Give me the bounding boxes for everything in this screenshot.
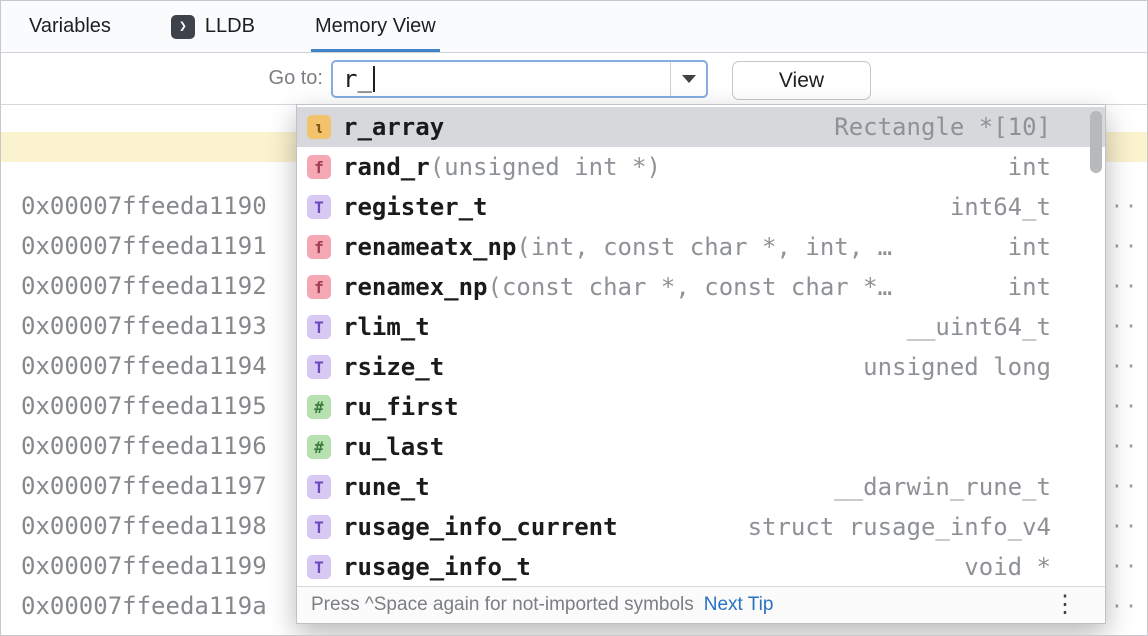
completion-item[interactable]: # ru_last (297, 427, 1105, 467)
tab-memory-view[interactable]: Memory View (310, 1, 440, 52)
type-icon: T (307, 355, 331, 379)
completion-item[interactable]: # ru_first (297, 387, 1105, 427)
variable-icon: ι (307, 115, 331, 139)
completion-type: unsigned long (863, 353, 1051, 381)
function-icon: f (307, 155, 331, 179)
combobox-dropdown-button[interactable] (670, 62, 706, 96)
next-tip-link[interactable]: Next Tip (703, 594, 774, 615)
memory-address: 0x00007ffeeda1197 (21, 472, 267, 500)
chevron-down-icon (681, 75, 696, 83)
completion-name: renamex_np (343, 273, 488, 301)
completion-name: ru_first (343, 393, 459, 421)
type-icon: T (307, 515, 331, 539)
completion-type: int (1007, 233, 1051, 261)
memory-row[interactable]: 0x00007ffeeda119a··· (1, 586, 1147, 626)
completion-type: Rectangle *[10] (834, 113, 1051, 141)
completion-popup: ι r_array Rectangle *[10] f rand_r(unsigned … (296, 104, 1106, 624)
memory-address: 0x00007ffeeda1192 (21, 272, 267, 300)
completion-hint-bar: Press ^Space again for not-imported symb… (297, 586, 1105, 623)
memory-row[interactable]: 0x00007ffeeda1197··· (1, 466, 1147, 506)
memory-address: 0x00007ffeeda1194 (21, 352, 267, 380)
completion-signature: (unsigned int *) (429, 153, 661, 181)
goto-combobox[interactable]: r_ (331, 60, 708, 98)
hint-text: Press ^Space again for not-imported symb… (311, 594, 694, 615)
text-cursor (372, 66, 375, 92)
memory-row[interactable]: 0x00007ffeeda1191··· (1, 226, 1147, 266)
completion-type: struct rusage_info_v4 (747, 513, 1051, 541)
memory-toolbar: Go to: r_ View (1, 53, 1147, 105)
memory-address: 0x00007ffeeda1195 (21, 392, 267, 420)
goto-label: Go to: (268, 67, 323, 89)
memory-row[interactable]: 0x00007ffeeda1193··· (1, 306, 1147, 346)
memory-address: 0x00007ffeeda1198 (21, 512, 267, 540)
popup-scrollbar[interactable] (1090, 111, 1102, 173)
memory-row[interactable]: 0x00007ffeeda1198··· (1, 506, 1147, 546)
completion-name: rusage_info_current (343, 513, 618, 541)
memory-address: 0x00007ffeeda1199 (21, 552, 267, 580)
completion-name: renameatx_np (343, 233, 517, 261)
function-icon: f (307, 235, 331, 259)
tab-lldb[interactable]: ❯ LLDB (167, 1, 259, 52)
memory-address: 0x00007ffeeda1190 (21, 192, 267, 220)
tab-lldb-label: LLDB (204, 15, 255, 37)
completion-type: int (1007, 153, 1051, 181)
completion-name: r_array (343, 113, 445, 141)
type-icon: T (307, 195, 331, 219)
tab-variables-label: Variables (29, 15, 111, 37)
completion-name: rusage_info_t (343, 553, 531, 581)
type-icon: T (307, 315, 331, 339)
completion-item[interactable]: ι r_array Rectangle *[10] (297, 107, 1105, 147)
completion-name: rand_r (343, 153, 430, 181)
type-icon: T (307, 475, 331, 499)
tab-memory-view-label: Memory View (314, 15, 436, 37)
completion-type: int (1007, 273, 1051, 301)
memory-row[interactable]: 0x00007ffeeda1195··· (1, 386, 1147, 426)
memory-address: 0x00007ffeeda119a (21, 592, 267, 620)
completion-signature: (const char *, const char *… (487, 273, 893, 301)
completion-item[interactable]: f renamex_np(const char *, const char *… i… (297, 267, 1105, 307)
completion-type: void * (964, 553, 1051, 581)
macro-icon: # (307, 435, 331, 459)
lldb-console-icon: ❯ (170, 14, 195, 39)
completion-type: int64_t (949, 193, 1051, 221)
completion-name: ru_last (343, 433, 445, 461)
debugger-tabbar: Variables ❯ LLDB Memory View (1, 1, 1147, 53)
kebab-menu-icon[interactable]: ⋮ (1053, 591, 1077, 618)
completion-name: register_t (343, 193, 488, 221)
goto-combobox-value[interactable]: r_ (343, 65, 372, 93)
completion-item[interactable]: f rand_r(unsigned int *) int (297, 147, 1105, 187)
completion-item[interactable]: f renameatx_np(int, const char *, int, … i… (297, 227, 1105, 267)
function-icon: f (307, 275, 331, 299)
completion-type: __uint64_t (906, 313, 1052, 341)
memory-row[interactable]: 0x00007ffeeda1190··· (1, 186, 1147, 226)
tab-variables[interactable]: Variables (25, 1, 115, 52)
completion-signature: (int, const char *, int, … (516, 233, 893, 261)
completion-name: rsize_t (343, 353, 445, 381)
memory-address: 0x00007ffeeda1193 (21, 312, 267, 340)
memory-address: 0x00007ffeeda1196 (21, 432, 267, 460)
completion-name: rune_t (343, 473, 430, 501)
completion-list: ι r_array Rectangle *[10] f rand_r(unsigned … (297, 105, 1105, 587)
completion-name: rlim_t (343, 313, 430, 341)
memory-address: 0x00007ffeeda1191 (21, 232, 267, 260)
completion-type: __darwin_rune_t (834, 473, 1051, 501)
type-icon: T (307, 555, 331, 579)
view-button[interactable]: View (732, 61, 871, 100)
macro-icon: # (307, 395, 331, 419)
